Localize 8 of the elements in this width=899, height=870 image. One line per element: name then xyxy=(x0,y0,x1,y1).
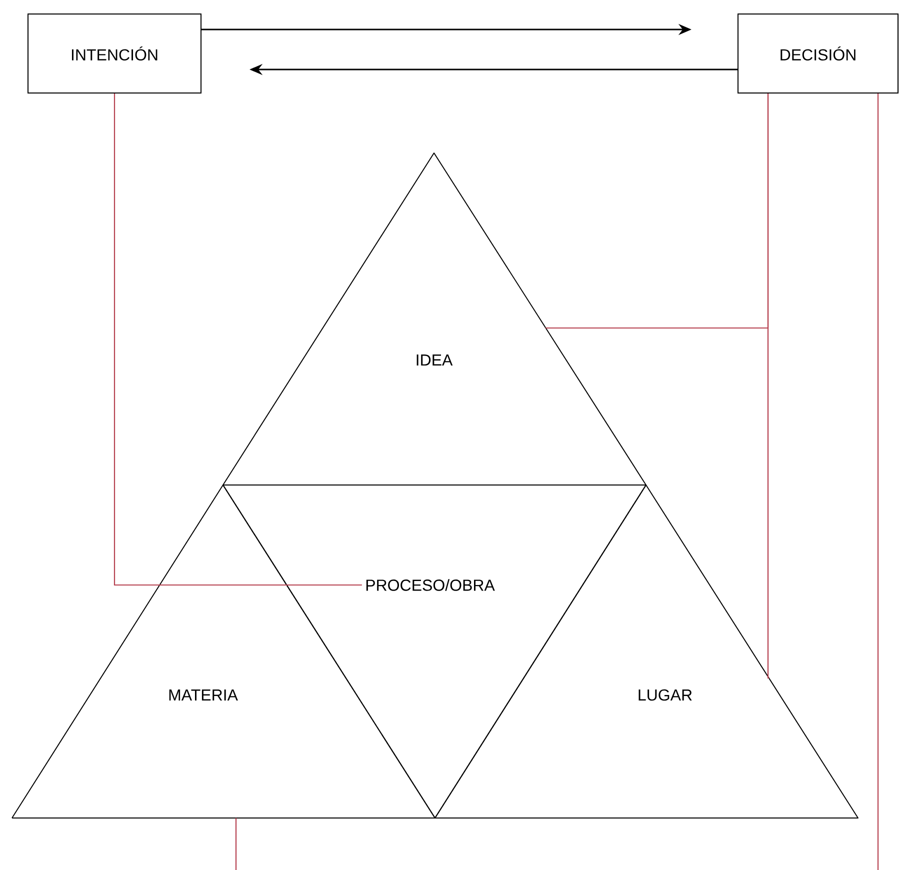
connector-line xyxy=(114,94,362,586)
triangle: IDEA xyxy=(222,152,646,486)
label-box: INTENCIÓN xyxy=(28,14,202,94)
label-box: DECISIÓN xyxy=(738,14,898,94)
connector-line xyxy=(235,818,237,870)
connector-line xyxy=(767,94,770,679)
triangle: MATERIA xyxy=(12,690,436,818)
connector-line xyxy=(877,94,879,870)
